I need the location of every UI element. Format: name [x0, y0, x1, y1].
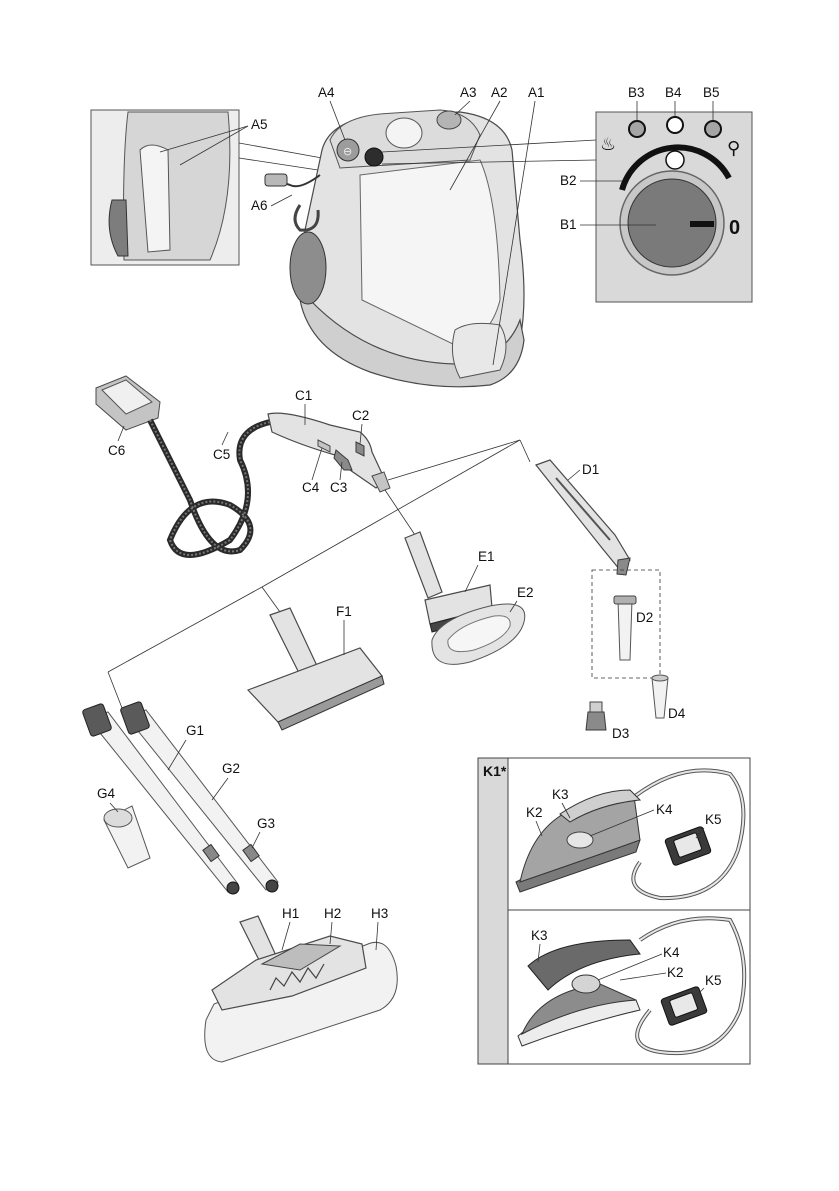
label-d4: D4 — [668, 706, 686, 721]
label-b5: B5 — [703, 85, 720, 100]
connect-handle-e1 — [385, 490, 415, 535]
label-h1: H1 — [282, 906, 299, 921]
cap-d4-top — [652, 675, 668, 681]
label-a2: A2 — [491, 85, 508, 100]
indicator-light-b3 — [629, 121, 645, 137]
connect-g — [108, 672, 122, 708]
label-d3: D3 — [612, 726, 629, 741]
extension-d2-top — [614, 596, 636, 604]
label-b3: B3 — [628, 85, 645, 100]
label-g1: G1 — [186, 723, 204, 738]
label-d2: D2 — [636, 610, 653, 625]
label-h2: H2 — [324, 906, 341, 921]
label-a6: A6 — [251, 198, 268, 213]
dial-pointer — [690, 221, 714, 227]
nozzle-group: D1 D2 D3 D4 — [536, 460, 686, 741]
steamer-wheel — [290, 232, 326, 304]
indicator-light-b4 — [667, 117, 683, 133]
label-c5: C5 — [213, 447, 230, 462]
inset-unit-body — [124, 112, 230, 260]
tank-opening — [386, 118, 422, 148]
cap-d4 — [652, 678, 668, 718]
inset-connector-line — [239, 143, 322, 158]
label-a3: A3 — [460, 85, 477, 100]
brush-group: E1 E2 — [405, 532, 534, 664]
label-k3-top: K3 — [552, 787, 569, 802]
hose-group: C1 C2 C3 C4 C5 C6 — [96, 376, 390, 555]
tubes-group: G1 G2 G3 G4 — [82, 701, 278, 894]
power-switch-symbol: ⊖ — [343, 145, 352, 158]
iron-panel-sidebar — [478, 758, 508, 1064]
label-b1: B1 — [560, 217, 577, 232]
nozzle-d1-stripe — [556, 478, 610, 540]
hose-c5 — [150, 420, 270, 555]
window-tool-neck — [270, 608, 318, 675]
water-cap-a3[interactable] — [437, 111, 461, 129]
label-k3-bottom: K3 — [531, 928, 548, 943]
iron-symbol-icon: ⚲ — [727, 138, 740, 159]
brush-d3-top — [590, 702, 602, 712]
connect-handle-f1 — [262, 440, 520, 587]
connect-handle-g — [108, 587, 262, 672]
label-d1: D1 — [582, 462, 599, 477]
label-b4: B4 — [665, 85, 682, 100]
indicator-light-b5 — [705, 121, 721, 137]
brush-d3 — [586, 712, 606, 730]
label-k5-bottom: K5 — [705, 973, 722, 988]
label-g2: G2 — [222, 761, 240, 776]
steam-knob[interactable] — [365, 148, 383, 166]
label-e1: E1 — [478, 549, 495, 564]
label-k5-top: K5 — [705, 812, 722, 827]
label-g4: G4 — [97, 786, 116, 801]
nozzle-d1-tip — [617, 558, 630, 575]
steam-symbol-icon: ♨ — [600, 134, 616, 155]
label-k2-bottom: K2 — [667, 965, 684, 980]
iron-panel-group: K1* K3 K2 K4 K5 K3 K4 K2 K5 — [478, 758, 750, 1064]
level-symbol-icon — [666, 151, 684, 169]
label-c1: C1 — [295, 388, 312, 403]
power-plug — [265, 174, 287, 186]
label-f1: F1 — [336, 604, 352, 619]
label-k2-top: K2 — [526, 805, 543, 820]
label-k4-bottom: K4 — [663, 945, 680, 960]
connect-handle-d1 — [388, 440, 520, 480]
label-c2: C2 — [352, 408, 369, 423]
label-a5: A5 — [251, 117, 268, 132]
tube-end-right — [266, 880, 278, 892]
connect-d1-region — [520, 440, 530, 462]
control-panel-group: ♨ ⚲ 0 B3 B4 B5 B2 B1 — [560, 85, 752, 302]
label-e2: E2 — [517, 585, 534, 600]
brush-e1-neck — [405, 532, 442, 598]
label-b2: B2 — [560, 173, 577, 188]
floor-tool-group: H1 H2 H3 — [205, 906, 398, 1062]
inset-connector-line-2 — [239, 158, 318, 170]
label-k4-top: K4 — [656, 802, 673, 817]
dial-zero-label: 0 — [729, 217, 740, 239]
label-a1: A1 — [528, 85, 545, 100]
label-k1: K1* — [483, 763, 507, 779]
main-unit-group: ⊖ A4 A3 A2 A1 A5 A6 — [91, 85, 596, 387]
connect-f1 — [262, 587, 280, 612]
tube-end-left — [227, 882, 239, 894]
handle-nozzle — [372, 472, 390, 492]
iron-top-dial-k4[interactable] — [567, 832, 593, 848]
label-a4: A4 — [318, 85, 335, 100]
label-g3: G3 — [257, 816, 275, 831]
label-h3: H3 — [371, 906, 388, 921]
window-tool-group: F1 — [248, 604, 384, 730]
iron-bottom-dial-k4[interactable] — [572, 975, 600, 993]
label-c6: C6 — [108, 443, 125, 458]
extension-d2 — [618, 600, 632, 660]
label-c3: C3 — [330, 480, 347, 495]
label-c4: C4 — [302, 480, 320, 495]
